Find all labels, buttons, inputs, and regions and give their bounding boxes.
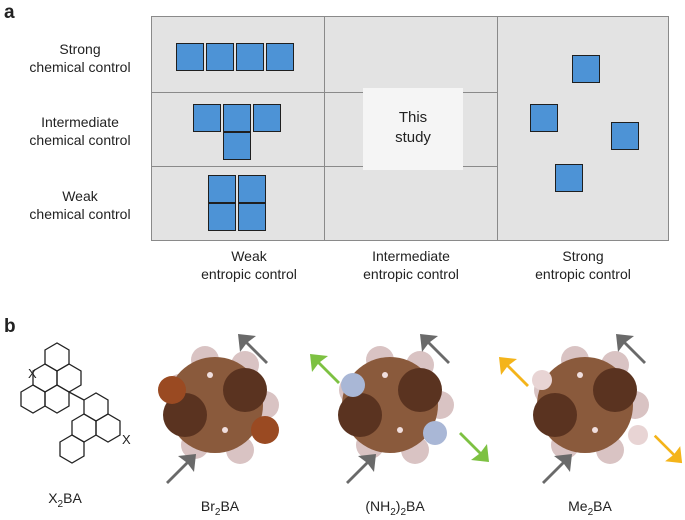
assembly-square [208,175,236,203]
isolated-square [611,122,639,150]
isolated-square [530,104,558,132]
substituent-x-bottom: X [122,432,131,447]
x2ba-structure [20,342,121,464]
this-study-label: This study [395,109,431,146]
row-label-strong-chemical: Strong chemical control [29,41,131,75]
assembly-square [193,104,221,132]
arrow-orange-icon [653,434,683,464]
label-me2ba: Me2BA [568,498,612,518]
arrow-green-icon [310,354,340,384]
assembly-square [238,175,266,203]
nh2-2ba-model [338,346,454,464]
substituent-x-top: X [28,366,37,381]
arrow-gray-icon [238,334,268,364]
row-label-intermediate-chemical: Intermediate chemical control [29,114,131,148]
assembly-square [266,43,294,71]
label-nh2-2ba: (NH2)2BA [365,498,425,518]
arrow-gray-icon [420,334,450,364]
arrow-gray-icon [346,454,376,484]
arrow-orange-icon [499,357,529,387]
panel-a-label: a [4,2,15,23]
assembly-square [223,104,251,132]
this-study-highlight [363,88,463,170]
assembly-square [206,43,234,71]
assembly-square [253,104,281,132]
assembly-square [223,132,251,160]
br2ba-model [158,346,279,464]
arrow-gray-icon [166,454,196,484]
isolated-square [572,55,600,83]
assembly-square [238,203,266,231]
row-label-weak-chemical: Weak chemical control [29,188,131,222]
me2ba-model [532,346,649,464]
arrow-gray-icon [616,334,646,364]
grid-divider [497,16,498,241]
label-br2ba: Br2BA [200,498,240,518]
assembly-square [236,43,264,71]
arrow-gray-icon [542,454,572,484]
assembly-square [208,203,236,231]
col-label-weak-entropic: Weak entropic control [201,248,297,282]
arrow-green-icon [459,432,489,462]
assembly-square [176,43,204,71]
col-label-intermediate-entropic: Intermediate entropic control [363,248,459,282]
label-x2ba: X2BA [48,490,82,510]
isolated-square [555,164,583,192]
panel-b-label: b [4,316,16,337]
col-label-strong-entropic: Strong entropic control [535,248,631,282]
grid-divider [324,16,325,241]
